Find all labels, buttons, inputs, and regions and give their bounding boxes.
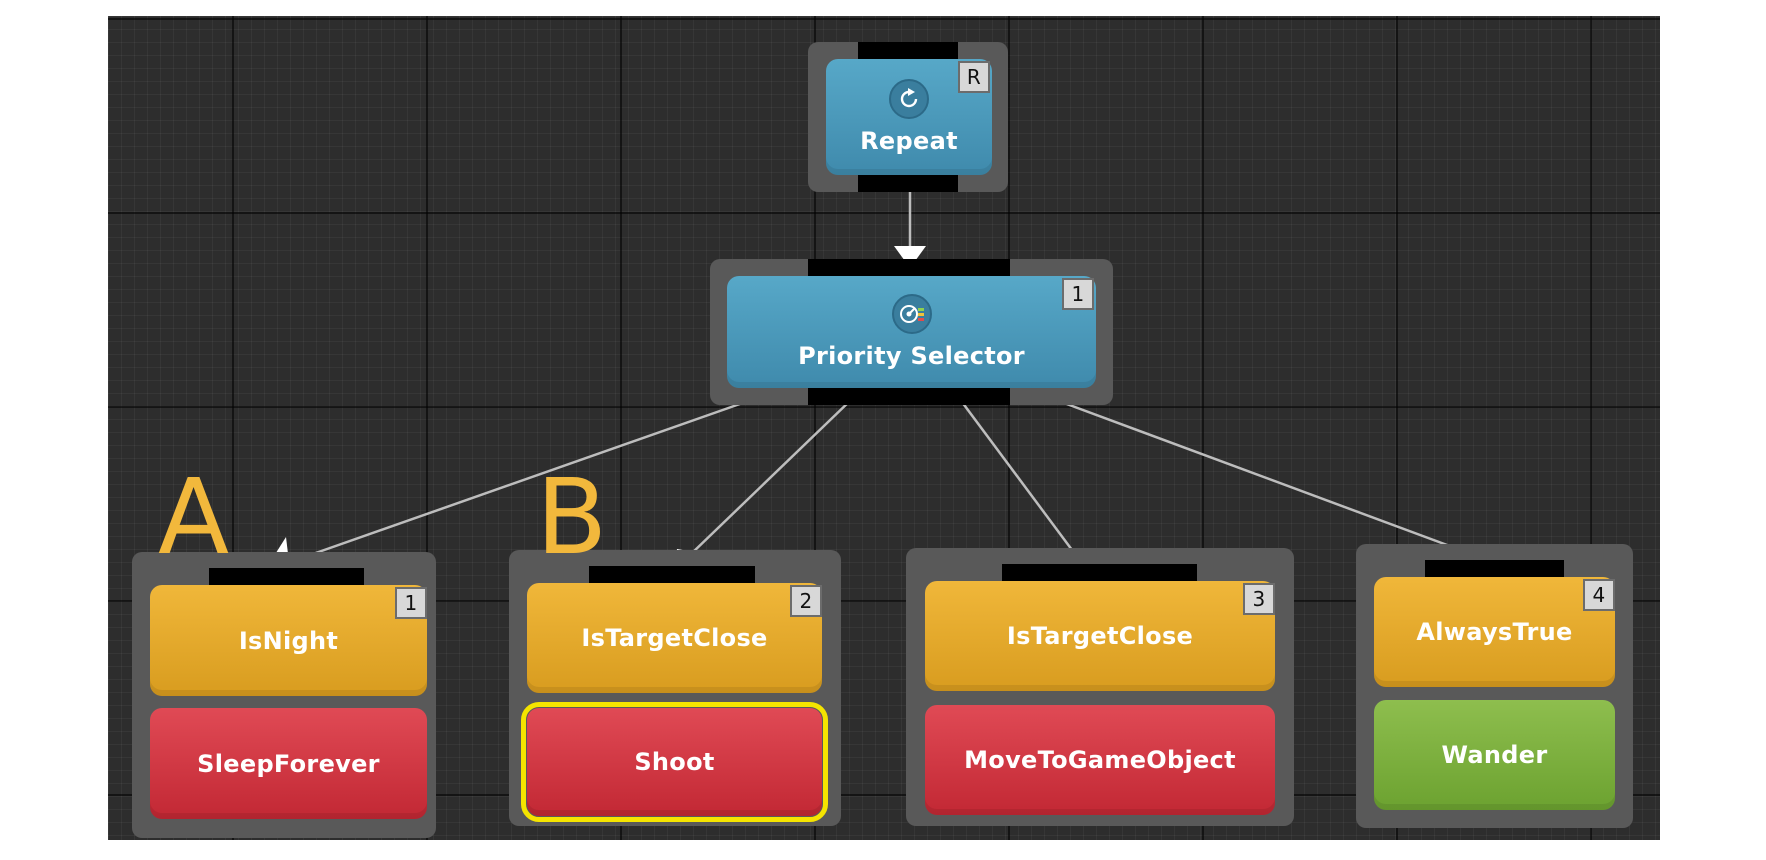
repeat-node[interactable]: Repeat R [808, 42, 1008, 192]
branch-2-badge: 2 [790, 585, 822, 617]
repeat-badge: R [958, 61, 990, 93]
priority-selector-card[interactable]: Priority Selector 1 [727, 276, 1096, 388]
branch-4-action-label: Wander [1441, 741, 1548, 769]
annotation-b: B [536, 456, 608, 578]
repeat-output-port[interactable] [858, 175, 958, 192]
branch-1-badge: 1 [395, 587, 427, 619]
repeat-card[interactable]: Repeat R [826, 59, 992, 175]
branch-1-condition-card[interactable]: IsNight 1 [150, 585, 427, 696]
branch-3-action-card[interactable]: MoveToGameObject [925, 705, 1275, 815]
branch-4-action-card[interactable]: Wander [1374, 700, 1615, 810]
priority-selector-input-port[interactable] [808, 259, 1010, 276]
branch-3-input-port[interactable] [1002, 564, 1197, 581]
branch-2-input-port[interactable] [589, 566, 755, 583]
branch-2-condition-label: IsTargetClose [581, 624, 768, 652]
branch-1-condition-label: IsNight [238, 626, 339, 655]
branch-1-input-port[interactable] [209, 568, 364, 585]
branch-2-condition-card[interactable]: IsTargetClose 2 [527, 583, 822, 693]
repeat-input-port[interactable] [858, 42, 958, 59]
repeat-label: Repeat [860, 127, 958, 155]
edge-to-branch-2 [689, 397, 854, 556]
repeat-icon [889, 79, 929, 119]
branch-3-badge: 3 [1243, 583, 1275, 615]
behavior-tree-canvas: Repeat R Priority Selector 1 [108, 16, 1660, 840]
edge-to-branch-1 [292, 397, 755, 563]
branch-1-action-label: SleepForever [197, 749, 380, 778]
branch-node-1[interactable]: IsNight 1 SleepForever [132, 552, 436, 838]
annotation-a: A [158, 456, 230, 578]
branch-3-condition-label: IsTargetClose [1006, 622, 1194, 650]
branch-4-input-port[interactable] [1425, 560, 1564, 577]
priority-selector-output-port[interactable] [808, 388, 1010, 405]
branch-4-badge: 4 [1583, 579, 1615, 611]
branch-node-3[interactable]: IsTargetClose 3 MoveToGameObject [906, 548, 1294, 826]
branch-3-action-label: MoveToGameObject [964, 746, 1236, 774]
branch-2-action-card[interactable]: Shoot [521, 702, 828, 822]
branch-node-4[interactable]: AlwaysTrue 4 Wander [1356, 544, 1633, 828]
priority-selector-icon [891, 294, 932, 334]
branch-node-2[interactable]: IsTargetClose 2 Shoot [509, 550, 841, 826]
priority-selector-badge: 1 [1062, 278, 1094, 310]
priority-selector-label: Priority Selector [798, 342, 1025, 370]
edge-to-branch-4 [1055, 398, 1502, 567]
edge-to-branch-3 [957, 397, 1077, 555]
branch-3-condition-card[interactable]: IsTargetClose 3 [925, 581, 1275, 691]
branch-1-action-card[interactable]: SleepForever [150, 708, 427, 819]
arrow-head-priority-selector [894, 246, 926, 268]
branch-4-condition-label: AlwaysTrue [1416, 618, 1573, 646]
branch-2-action-label: Shoot [634, 748, 715, 776]
branch-4-condition-card[interactable]: AlwaysTrue 4 [1374, 577, 1615, 687]
priority-selector-node[interactable]: Priority Selector 1 [710, 259, 1113, 405]
